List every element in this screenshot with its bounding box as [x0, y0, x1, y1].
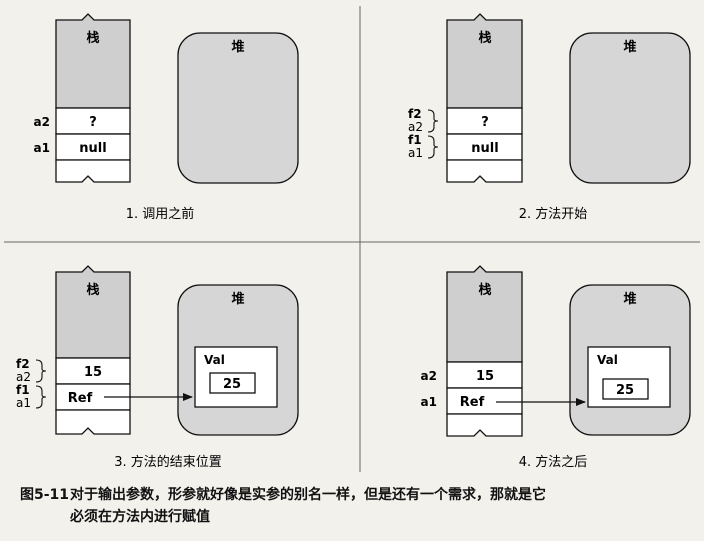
caption-text-1: 对于输出参数，形参就好像是实参的别名一样，但是还有一个需求，那就是它	[70, 487, 546, 503]
figure-caption: 图5-11对于输出参数，形参就好像是实参的别名一样，但是还有一个需求，那就是它 …	[20, 484, 690, 528]
heap-label: 堆	[231, 39, 244, 55]
stack-bottom	[55, 159, 131, 183]
var-label-f2: f2	[16, 357, 30, 371]
stack-slot-bottom	[446, 133, 523, 161]
stack-slot-top	[446, 107, 523, 135]
var-label-a2: a2	[16, 370, 31, 384]
panel-caption: 4. 方法之后	[519, 454, 588, 470]
stack-label: 栈	[86, 30, 99, 46]
stack-bottom	[446, 159, 523, 183]
panel-4: 栈 15 Ref a2 a1 堆 Val 25 4. 方法之后	[421, 265, 691, 470]
stack-top-shaded	[446, 265, 523, 363]
panel-2: 栈 ? null f2 a2 f1 a1 堆 2. 方法开始	[408, 13, 691, 222]
stack-bottom	[55, 409, 131, 435]
alias-brace-bottom	[35, 385, 47, 409]
slot-value-bottom: Ref	[68, 391, 93, 406]
object-label: Val	[597, 353, 618, 367]
var-label-f2: f2	[408, 107, 422, 121]
var-label-f1: f1	[408, 133, 422, 147]
object-value: 25	[223, 377, 241, 392]
slot-value-a1: null	[79, 141, 106, 156]
heap-label: 堆	[623, 39, 636, 55]
heap-label: 堆	[623, 291, 636, 307]
var-label-f1: f1	[16, 383, 30, 397]
object-value: 25	[616, 383, 634, 398]
panel-caption: 2. 方法开始	[519, 206, 588, 222]
stack-slot-a1	[55, 133, 131, 161]
var-label-a1: a1	[421, 395, 437, 409]
var-label-a2: a2	[34, 115, 50, 129]
caption-line-1: 图5-11对于输出参数，形参就好像是实参的别名一样，但是还有一个需求，那就是它	[20, 484, 690, 506]
slot-value-bottom: null	[471, 141, 498, 156]
alias-brace-top	[35, 359, 47, 383]
panel-3: 栈 15 Ref f2 a2 f1 a1 堆 Val 25 3. 方法的结束位置	[16, 265, 299, 470]
slot-value-top: ?	[481, 115, 489, 130]
object-field	[602, 378, 649, 400]
stack-slot-a2	[446, 361, 523, 389]
stack-bottom	[446, 413, 523, 437]
var-label-a1: a1	[408, 146, 423, 160]
stack-label: 栈	[478, 282, 491, 298]
panel-caption: 1. 调用之前	[126, 206, 195, 222]
stack-slot-a2	[55, 107, 131, 135]
figure-number: 图5-11	[20, 487, 70, 503]
alias-brace-bottom	[427, 135, 439, 159]
stack-label: 栈	[86, 282, 99, 298]
panel-caption: 3. 方法的结束位置	[114, 454, 222, 470]
heap-label: 堆	[231, 291, 244, 307]
stack-label: 栈	[478, 30, 491, 46]
stack-slot-a1	[446, 387, 523, 415]
stack-top-shaded	[55, 265, 131, 359]
stack-top-shaded	[55, 13, 131, 109]
object-field	[209, 372, 256, 394]
alias-brace-top	[427, 109, 439, 133]
heap-box	[569, 32, 691, 184]
caption-line-2: 必须在方法内进行赋值	[70, 509, 210, 525]
var-label-a1: a1	[34, 141, 50, 155]
stack-slot-top	[55, 357, 131, 385]
var-label-a2: a2	[421, 369, 437, 383]
var-label-a2: a2	[408, 120, 423, 134]
stack-top-shaded	[446, 13, 523, 109]
heap-box	[177, 32, 299, 184]
slot-value-a2: ?	[89, 115, 97, 130]
slot-value-top: 15	[476, 369, 494, 384]
var-label-a1: a1	[16, 396, 31, 410]
slot-value-bottom: Ref	[460, 395, 485, 410]
slot-value-top: 15	[84, 365, 102, 380]
panel-1: 栈 ? null a2 a1 堆 1. 调用之前	[34, 13, 299, 222]
object-label: Val	[204, 353, 225, 367]
